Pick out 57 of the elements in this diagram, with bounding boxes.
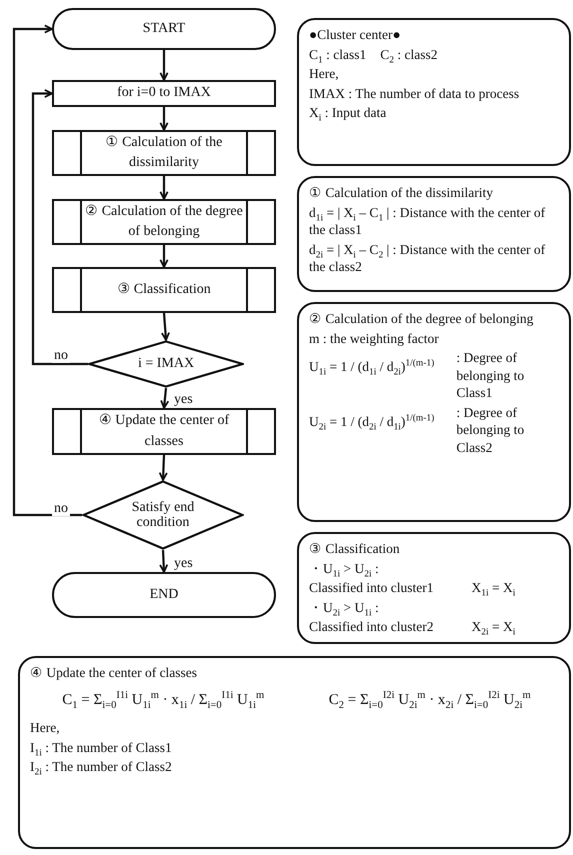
note-box [297,302,571,522]
note-text: I$_{2i}$ : The number of Class2 [30,758,173,777]
node-label: ② Calculation of the degree of belonging [84,202,244,241]
arrow [160,312,170,341]
arrow [158,454,168,481]
node-label: i = IMAX [138,356,194,372]
terminal-shape [52,572,276,618]
node-label: ① Calculation of the dissimilarity [104,134,224,172]
note-text: Classified into cluster2 [309,618,434,636]
arrow [160,388,170,409]
node-label: START [142,20,186,38]
note-box [18,656,571,849]
formula: U$_{2i}$ = 1 / (d$_{2i}$ / d$_{1i}$)$^{1/(m-1)}$ [309,412,436,434]
decision-diamond [82,480,244,550]
note-box [297,18,571,166]
predefined-process-box [52,130,276,176]
note-text: I$_{1i}$ : The number of Class1 [30,738,173,758]
node-label: for i=0 to IMAX [117,84,211,102]
note-text: X$_{i}$ : Input data [309,104,388,123]
arrow [159,550,168,573]
note-text: : Degree of belonging to Class1 [456,349,526,402]
arrow [160,50,168,81]
note-text: ・U$_{2i}$ > U$_{1i}$ : [309,598,380,618]
arrow [12,24,82,516]
node-label: ③ Classification [117,280,211,299]
predefined-process-box [52,408,276,455]
note-heading: ① Calculation of the dissimilarity [309,184,494,202]
predefined-process-box [52,267,276,313]
note-text: Classified into cluster1 [309,579,434,598]
note-text: : Degree of belonging to Class2 [456,404,526,457]
note-text: Here, [309,65,340,84]
note-box [297,176,571,292]
note-text: X$_{2i}$ = X$_{i}$ [472,618,516,637]
node-label: ④ Update the center of classes [98,412,230,450]
note-heading: ●Cluster center● [309,26,402,44]
node-label: Satisfy end condition [130,500,196,530]
decision-diamond [88,340,244,388]
arrow [160,107,168,131]
note-text: Here, [30,719,61,738]
process-box [52,80,276,107]
note-heading: ④ Update the center of classes [30,664,198,682]
note-text: d$_{2i}$ = | X$_{i}$ – C$_{2}$ | : Distance with the center of the class2 [309,240,546,276]
arrow [160,176,168,200]
arrow [160,245,168,268]
arrow [32,89,88,366]
terminal-shape [52,8,276,50]
note-heading: ② Calculation of the degree of belonging [309,310,534,328]
note-text: C$_{1}$ : class1 C$_{2}$ : class2 [309,46,438,64]
predefined-process-box [52,199,276,245]
note-box [297,532,571,644]
note-text: m : the weighting factor [309,330,440,348]
note-text: IMAX : The number of data to process [309,84,520,103]
note-text: X$_{1i}$ = X$_{i}$ [472,579,516,598]
formula: U$_{1i}$ = 1 / (d$_{1i}$ / d$_{2i}$)$^{1/(m-1)}$ [309,358,436,380]
note-heading: ③ Classification [309,540,401,558]
node-label: END [150,586,178,604]
note-text: ・U$_{1i}$ > U$_{2i}$ : [309,560,380,578]
